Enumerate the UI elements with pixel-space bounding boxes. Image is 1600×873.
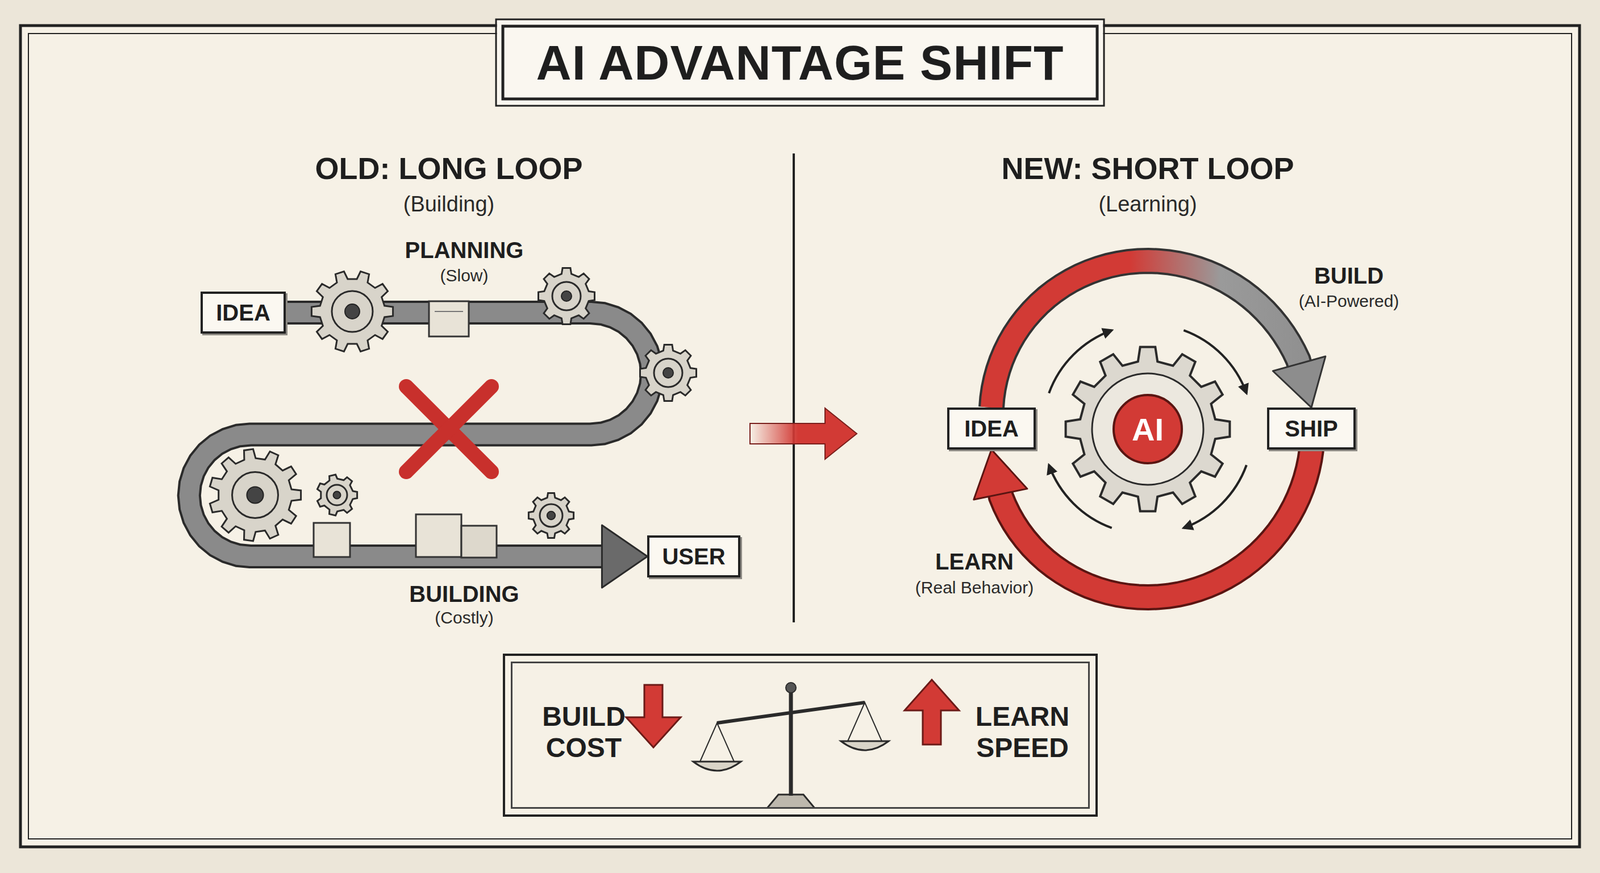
scale-string	[700, 722, 735, 762]
scale-post	[789, 692, 794, 796]
up-arrow	[904, 679, 960, 745]
inner-frame	[28, 33, 1572, 839]
scale-pan	[693, 761, 741, 771]
step-note: (AI-Powered)	[1298, 291, 1400, 312]
gear-group	[209, 268, 1247, 541]
cycle-arrow	[1048, 330, 1112, 394]
gear-ring	[331, 290, 373, 332]
gear-ring	[552, 281, 581, 311]
parcel	[461, 525, 497, 558]
stage-note: (Costly)	[434, 607, 494, 628]
gear	[640, 344, 697, 402]
gear	[538, 268, 595, 325]
cross-stroke	[406, 386, 492, 472]
gear-ring	[326, 484, 348, 506]
cross-stroke	[406, 386, 492, 472]
gear-hub	[663, 367, 674, 378]
balance-scale	[693, 682, 889, 808]
node-label: AI	[1131, 410, 1164, 448]
ai-core: AI	[1112, 393, 1183, 465]
parcel-tape	[434, 310, 464, 312]
gear-hub	[333, 491, 341, 499]
gear	[317, 474, 358, 516]
conveyor-belt	[189, 312, 653, 588]
cycle-arrow	[1183, 330, 1247, 394]
idea-box: IDEA	[947, 407, 1036, 450]
stage-label: BUILDING	[409, 580, 519, 607]
gear-hub	[344, 303, 360, 319]
scale-string	[847, 702, 882, 741]
gear	[311, 271, 393, 352]
connector-outline	[189, 312, 653, 557]
ship-box: SHIP	[1267, 407, 1356, 450]
scale-pan	[840, 740, 889, 750]
title-box: AI ADVANTAGE SHIFT	[501, 25, 1099, 101]
parcel	[313, 522, 350, 557]
gear	[528, 492, 574, 538]
gear-body	[640, 344, 697, 402]
title-text: AI ADVANTAGE SHIFT	[536, 34, 1065, 91]
gear-ring	[1092, 373, 1204, 485]
gear-body	[317, 474, 358, 516]
scale-finial	[785, 682, 797, 693]
node-label: IDEA	[961, 415, 1022, 442]
tradeoff-label: BUILD COST	[542, 700, 626, 763]
section-heading: OLD: LONG LOOP	[315, 150, 583, 186]
node-label: IDEA	[215, 299, 272, 326]
parcel	[415, 514, 462, 557]
gear-body	[1065, 347, 1231, 512]
divider-line	[792, 153, 795, 623]
step-label: LEARN	[935, 548, 1014, 575]
gear-body	[311, 271, 393, 352]
tradeoff-label: LEARN SPEED	[975, 700, 1070, 763]
gear-body	[528, 492, 574, 538]
arrowhead	[601, 525, 648, 588]
gear-hub	[547, 511, 556, 520]
core-gear	[1065, 347, 1231, 512]
stage-note: (Slow)	[439, 265, 489, 286]
stop-cross	[406, 386, 492, 472]
section-subheading: (Building)	[403, 192, 495, 218]
speed-up-arrow	[904, 679, 960, 745]
gear-ring	[653, 358, 683, 387]
section-heading: NEW: SHORT LOOP	[1001, 150, 1294, 186]
outer-frame	[20, 25, 1580, 847]
section-subheading: (Learning)	[1098, 192, 1197, 218]
node-label: USER	[661, 543, 725, 570]
scale-beam	[717, 702, 865, 723]
gear-body	[209, 448, 301, 541]
arrowhead	[1272, 356, 1325, 408]
tradeoff-panel: BUILD COST LEARN SPEED	[502, 653, 1098, 817]
gear	[209, 448, 301, 541]
cycle-arrow	[1048, 464, 1112, 528]
shift-arrow	[750, 407, 857, 460]
gear-ring	[539, 503, 563, 527]
cost-down-arrow	[626, 684, 681, 748]
cycle-arrow	[1183, 464, 1247, 528]
step-label: BUILD	[1314, 262, 1384, 289]
node-label: SHIP	[1281, 415, 1341, 442]
gear-hub	[561, 290, 572, 302]
down-arrow	[626, 684, 681, 748]
user-box: USER	[647, 535, 740, 578]
gear-hub	[246, 486, 264, 503]
scale-base	[767, 794, 815, 808]
arrowhead	[973, 449, 1028, 500]
parcel	[428, 301, 469, 337]
connector-line	[189, 312, 653, 557]
stage-label: PLANNING	[405, 236, 524, 264]
gear-ring	[232, 472, 279, 519]
step-note: (Real Behavior)	[915, 577, 1034, 598]
gear-body	[538, 268, 595, 325]
idea-box: IDEA	[200, 291, 286, 334]
parcel-group	[313, 301, 497, 558]
